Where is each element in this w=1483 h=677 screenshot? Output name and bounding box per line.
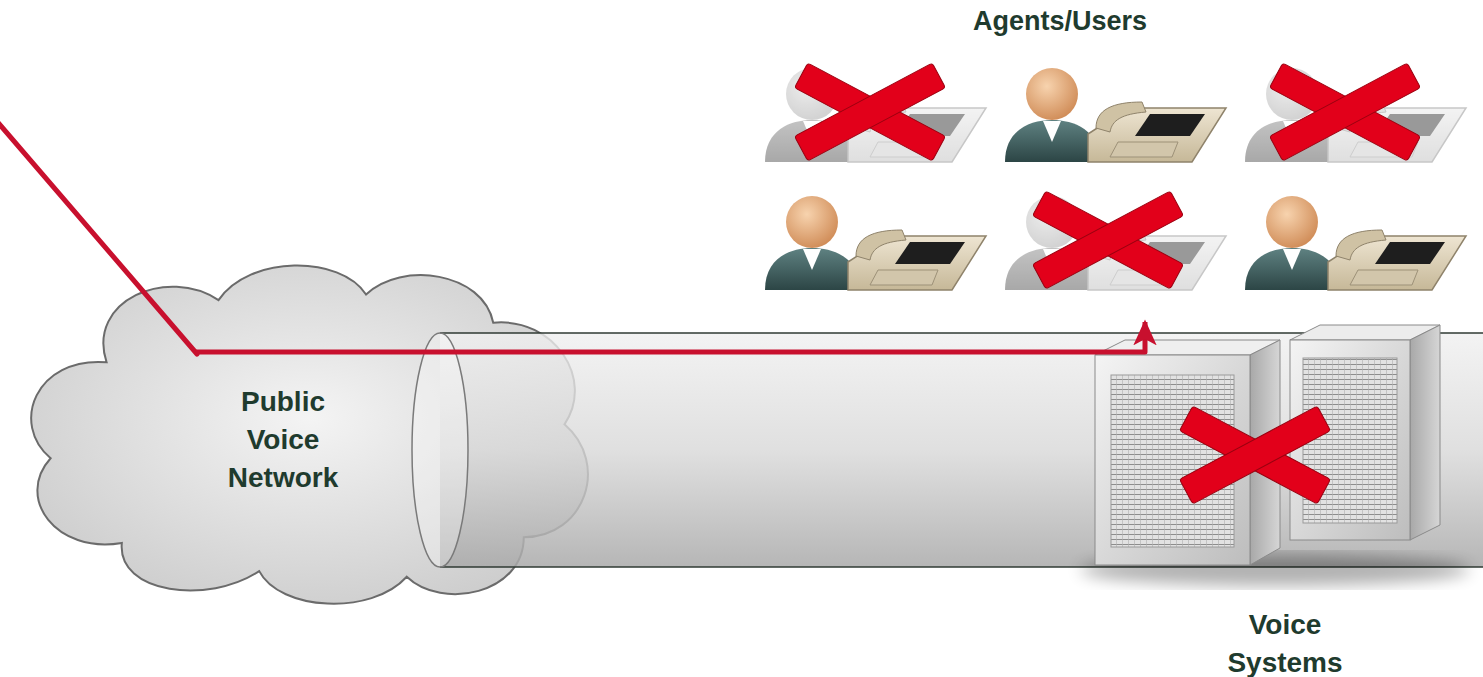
- failure-cross: [795, 63, 946, 161]
- failure-cross: [1033, 191, 1184, 289]
- agent-icon-offline: [1005, 196, 1226, 290]
- server-label: Voice Systems: [1215, 606, 1355, 677]
- agent-icon: [1245, 196, 1466, 290]
- server-side: [1410, 325, 1440, 540]
- failure-cross: [1270, 63, 1421, 161]
- agent-icon-offline: [1245, 68, 1466, 162]
- agent-icon: [765, 196, 986, 290]
- cloud-shape: [31, 266, 588, 604]
- group-heading: Agents/Users: [760, 2, 1360, 40]
- network-label: Public Voice Network: [203, 383, 363, 497]
- trunk-body: [440, 333, 1483, 567]
- server-node: Voice Systems: [1075, 320, 1483, 677]
- agent-group: Agents/Users: [760, 0, 1360, 322]
- cloud-node: Public Voice Network: [15, 255, 595, 605]
- failure-cross: [1180, 406, 1331, 504]
- server-top: [1095, 340, 1280, 355]
- agent-icon-offline: [765, 68, 986, 162]
- agent-icon: [1005, 68, 1226, 162]
